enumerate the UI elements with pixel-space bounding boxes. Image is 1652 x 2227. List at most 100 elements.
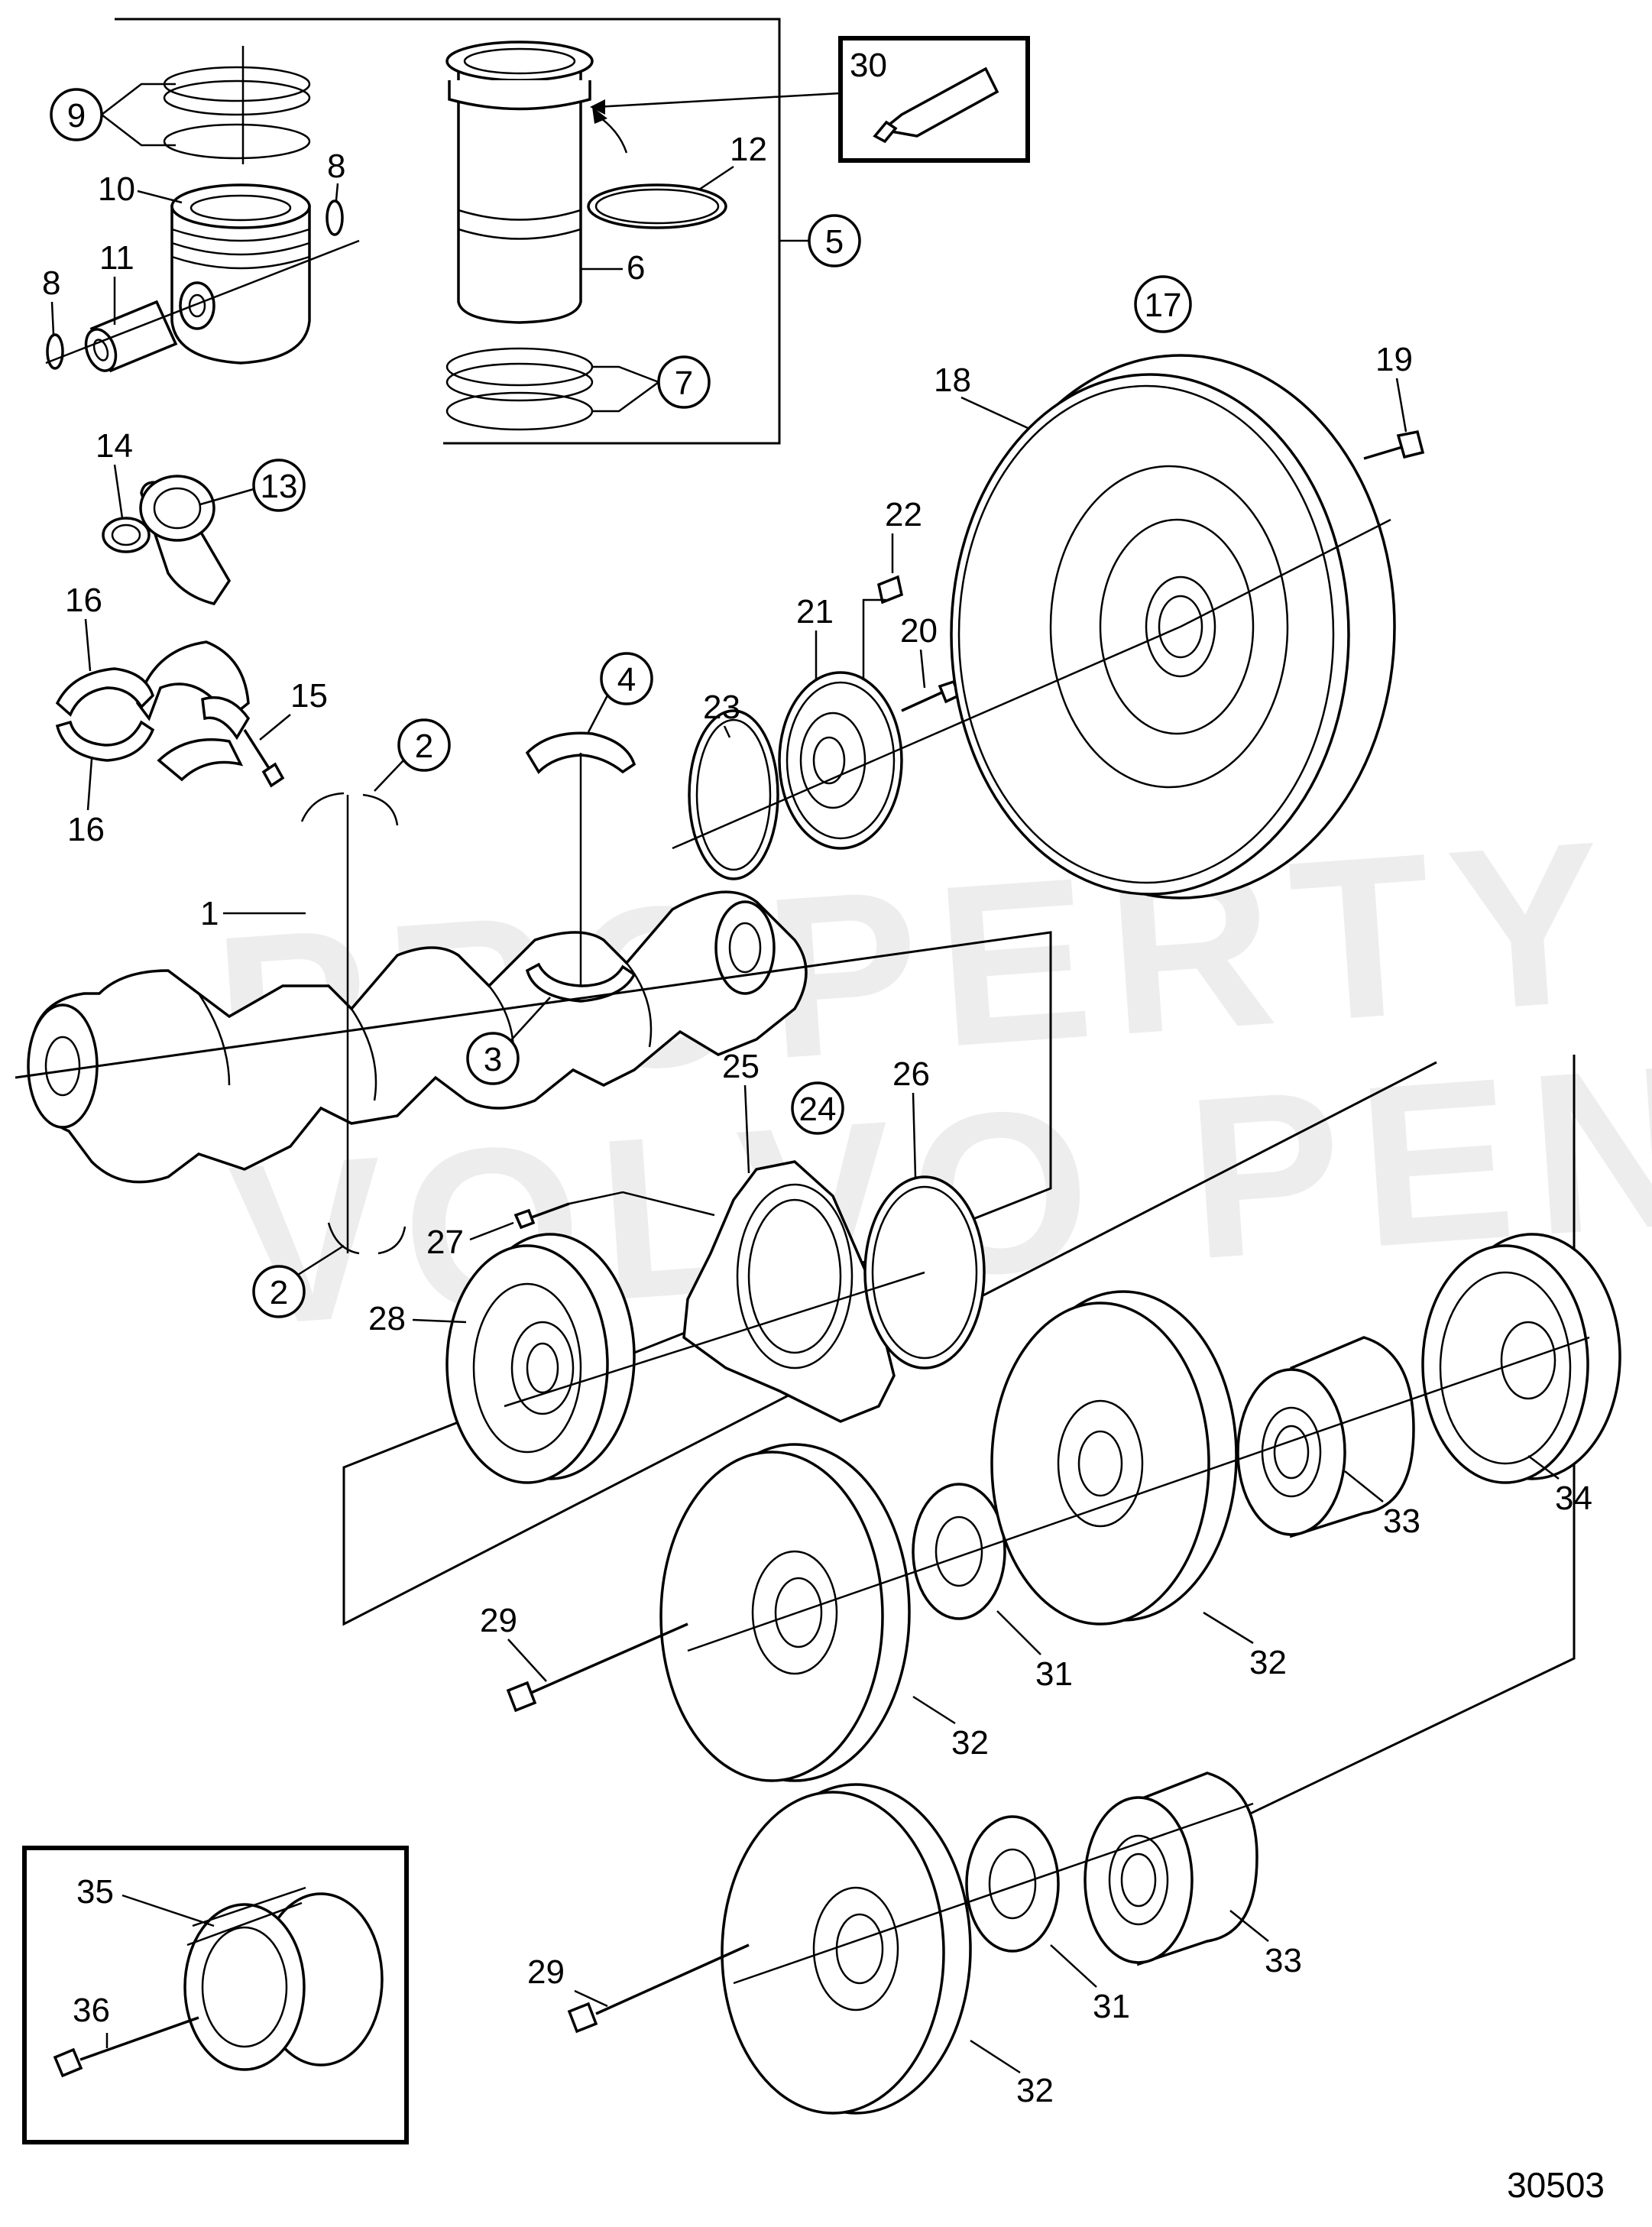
pulley-hub-1 [1236,1336,1415,1538]
callout-4-label: 4 [617,661,636,699]
callout-12: 12 [698,131,767,191]
small-end-bushing [102,517,151,553]
callout-6-label: 6 [627,249,645,287]
callout-9-label: 9 [67,97,86,135]
main-bearing-upper [525,731,637,774]
front-pulley [1421,1233,1621,1484]
callout-32-mid: 32 [1203,1611,1287,1681]
callout-32-mid-label: 32 [1249,1644,1287,1681]
inset-bolt [53,2016,199,2078]
callout-8-right: 8 [327,147,345,201]
callout-16-bottom-label: 16 [67,811,105,848]
callout-28: 28 [368,1300,467,1337]
callout-16-top-label: 16 [65,582,102,619]
piston-pin [84,300,178,373]
callout-18: 18 [934,361,1028,430]
callout-31-upper-label: 31 [1035,1655,1073,1693]
piston [170,183,311,365]
dowel-pin [876,575,904,605]
figure-number: 30503 [1507,2165,1605,2205]
spacer-plate-2 [965,1815,1060,1953]
crankshaft [27,890,808,1184]
callout-7: 7 [592,355,711,413]
inset-pulley [183,1886,384,2071]
callout-29-upper: 29 [480,1602,547,1682]
main-bearing-lower [525,962,637,1003]
callout-8-left-label: 8 [42,264,60,302]
damper-bolt-2 [567,1943,750,2034]
callout-30-label: 30 [850,47,887,84]
callout-24: 24 [791,1081,844,1135]
callout-3-label: 3 [484,1041,502,1078]
callout-16-bottom: 16 [67,758,105,848]
callout-11-label: 11 [99,239,134,277]
vibration-damper-3 [721,1783,972,2115]
callout-24-label: 24 [799,1091,837,1128]
callout-20: 20 [900,612,938,689]
callout-27-label: 27 [426,1224,464,1261]
big-end-bearings [55,667,155,762]
callout-35: 35 [76,1873,215,1927]
callout-21-label: 21 [796,593,834,630]
callout-1-label: 1 [200,895,219,932]
callout-5: 5 [779,214,861,267]
callout-34-label: 34 [1555,1480,1592,1517]
callout-18-label: 18 [934,361,971,399]
cover-bolt [513,1202,570,1230]
callout-29-lower-label: 29 [527,1953,565,1991]
flywheel [950,354,1396,900]
rod-bolt [243,729,285,788]
callout-23: 23 [703,689,740,738]
liner-o-rings [445,347,594,431]
crankshaft-pulley [445,1233,636,1484]
liner-group-frame [115,18,781,445]
timing-cover [682,1160,896,1423]
sealant-tube-box [590,36,1030,163]
callout-31-upper: 31 [996,1610,1073,1693]
gear-bolt [901,679,961,712]
callout-31-lower: 31 [1050,1944,1130,2025]
callout-32-upper-left: 32 [912,1695,989,1762]
callout-13: 13 [199,459,306,512]
callout-14-label: 14 [96,427,133,465]
callout-1: 1 [200,895,306,932]
pulley-hub-2 [1084,1772,1258,1966]
callout-15-label: 15 [290,677,328,715]
crankshaft-gear [778,671,903,850]
cylinder-liner [445,41,594,324]
callout-21: 21 [796,593,834,680]
callout-13-label: 13 [261,468,298,505]
callout-2-upper: 2 [374,718,451,792]
callout-22-label: 22 [885,496,922,533]
callout-15: 15 [259,677,328,741]
callout-6: 6 [581,249,645,287]
callout-23-label: 23 [703,689,740,726]
callout-27: 27 [426,1221,514,1261]
callout-25-label: 25 [722,1048,760,1085]
callout-33-upper-label: 33 [1383,1502,1420,1540]
callout-7-label: 7 [675,365,693,402]
callout-17: 17 [1134,275,1192,333]
callout-8-right-label: 8 [327,147,345,185]
damper-bolt-1 [506,1622,688,1713]
callout-8-left: 8 [42,264,60,336]
piston-rings [163,46,311,164]
callout-26: 26 [892,1055,930,1178]
thrust-washers-upper [300,792,399,826]
callout-29-lower: 29 [527,1953,608,2008]
callout-22: 22 [862,496,922,680]
callout-32-lower-label: 32 [1016,2072,1054,2109]
callout-25: 25 [722,1048,760,1174]
spacer-plate-1 [912,1483,1006,1620]
callout-12-label: 12 [730,131,767,168]
thrust-washers-lower [327,1222,407,1255]
callout-33-upper: 33 [1344,1470,1420,1540]
inset-box [22,1846,409,2144]
callout-2-lower-label: 2 [270,1274,288,1311]
callout-31-lower-label: 31 [1093,1988,1130,2025]
callout-2-lower: 2 [252,1244,345,1318]
callout-5-label: 5 [825,223,844,261]
callout-33-lower: 33 [1229,1910,1302,1979]
callout-10: 10 [98,170,183,208]
